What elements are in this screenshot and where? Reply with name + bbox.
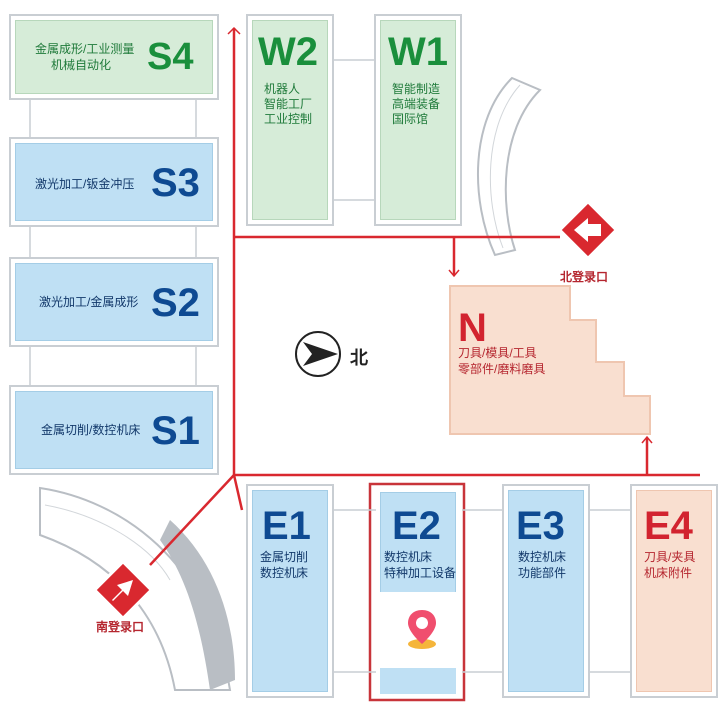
hall-w2[interactable]: W2 机器人 智能工厂 工业控制	[246, 14, 334, 226]
hall-s2-line1: 激光加工/金属成形	[39, 295, 139, 309]
hall-n-line1: 刀具/模具/工具	[458, 346, 537, 360]
hall-e1-code: E1	[262, 504, 311, 548]
hall-w1-line3: 国际馆	[392, 112, 429, 126]
north-entrance-label: 北登录口	[560, 270, 609, 284]
hall-n-line2: 零部件/磨料磨具	[458, 362, 546, 376]
hall-e4[interactable]: E4 刀具/夹具 机床附件	[630, 484, 718, 698]
north-curved-building	[477, 76, 542, 257]
hall-n[interactable]: N 刀具/模具/工具 零部件/磨料磨具	[448, 284, 652, 436]
hall-e1-line1: 金属切削	[260, 550, 309, 564]
hall-s4-line2: 机械自动化	[51, 58, 112, 72]
hall-e4-code: E4	[644, 504, 693, 548]
hall-w1[interactable]: W1 智能制造 高端装备 国际馆	[374, 14, 462, 226]
hall-e4-line2: 机床附件	[644, 566, 693, 580]
hall-s4-code: S4	[147, 36, 194, 78]
hall-s2[interactable]: 激光加工/金属成形 S2	[9, 257, 219, 347]
hall-e3-line1: 数控机床	[518, 550, 567, 564]
hall-w1-line2: 高端装备	[392, 97, 441, 111]
hall-w2-code: W2	[258, 30, 318, 74]
hall-e1-line2: 数控机床	[260, 566, 309, 580]
hall-s1-line1: 金属切削/数控机床	[41, 423, 141, 437]
hall-w2-line3: 工业控制	[264, 112, 313, 126]
hall-e1[interactable]: E1 金属切削 数控机床	[246, 484, 334, 698]
north-entrance-icon[interactable]	[557, 199, 619, 261]
hall-e2[interactable]: E2 数控机床 特种加工设备	[374, 486, 462, 698]
hall-w1-line1: 智能制造	[392, 82, 441, 96]
hall-e4-line1: 刀具/夹具	[644, 550, 696, 564]
hall-s1-code: S1	[151, 409, 200, 453]
hall-e3-line2: 功能部件	[518, 566, 567, 580]
hall-w2-line2: 智能工厂	[264, 97, 313, 111]
hall-e3-code: E3	[516, 504, 565, 548]
hall-e2-bottom-strip	[380, 668, 456, 694]
hall-n-shape	[449, 285, 651, 435]
hall-w1-code: W1	[388, 30, 448, 74]
hall-n-code: N	[458, 306, 487, 350]
compass-arrow-icon	[295, 331, 341, 377]
hall-e2-line2: 特种加工设备	[384, 566, 457, 580]
hall-w2-line1: 机器人	[264, 82, 301, 96]
route-lines	[149, 28, 700, 566]
hall-e2-line1: 数控机床	[384, 550, 433, 564]
e2-highlight-frame	[368, 482, 466, 702]
south-entrance-label: 南登录口	[96, 620, 145, 634]
hall-e2-code: E2	[392, 504, 441, 548]
hall-s2-code: S2	[151, 281, 200, 325]
hall-s3[interactable]: 激光加工/钣金冲压 S3	[9, 137, 219, 227]
hall-s4-line1: 金属成形/工业测量	[35, 42, 135, 56]
hall-e3[interactable]: E3 数控机床 功能部件	[502, 484, 590, 698]
hall-s3-code: S3	[151, 161, 200, 205]
location-pin-icon	[408, 610, 436, 649]
hall-s3-line1: 激光加工/钣金冲压	[35, 177, 135, 191]
south-entrance-icon[interactable]	[92, 559, 154, 621]
compass-label: 北	[350, 348, 368, 368]
hall-s4[interactable]: 金属成形/工业测量 机械自动化 S4	[9, 14, 219, 100]
hall-s1[interactable]: 金属切削/数控机床 S1	[9, 385, 219, 475]
